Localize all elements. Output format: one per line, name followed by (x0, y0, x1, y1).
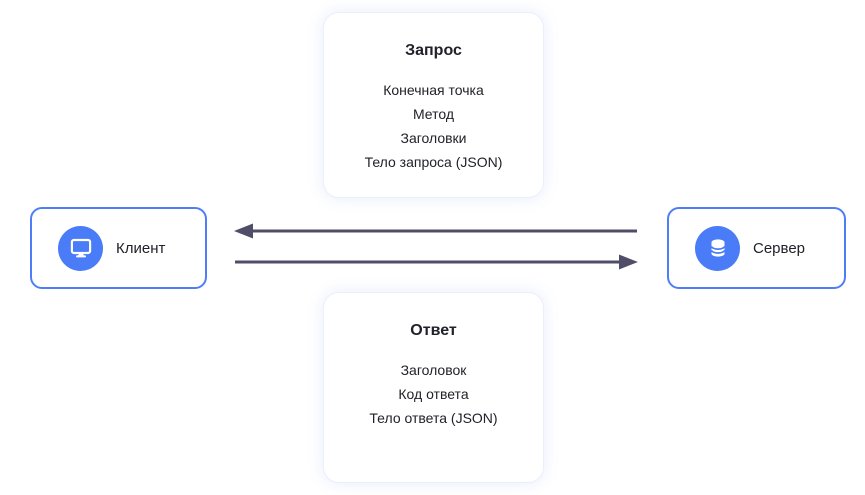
request-card: Запрос Конечная точка Метод Заголовки Те… (323, 12, 544, 198)
monitor-icon (68, 235, 94, 261)
response-card: Ответ Заголовок Код ответа Тело ответа (… (323, 292, 544, 483)
request-item-method: Метод (412, 106, 455, 122)
request-card-title: Запрос (405, 42, 462, 59)
request-response-arrows (234, 223, 638, 270)
request-item-body: Тело запроса (JSON) (364, 154, 503, 170)
response-item-body: Тело ответа (JSON) (369, 410, 498, 426)
request-item-endpoint: Конечная точка (383, 82, 484, 98)
client-node: Клиент (30, 207, 207, 289)
request-card-list: Конечная точка Метод Заголовки Тело запр… (324, 78, 543, 174)
client-label: Клиент (116, 239, 166, 257)
server-node: Сервер (667, 207, 846, 289)
database-icon (706, 236, 730, 260)
response-card-list: Заголовок Код ответа Тело ответа (JSON) (324, 358, 543, 430)
server-icon-circle (695, 225, 740, 271)
response-card-title: Ответ (410, 322, 457, 339)
request-item-headers: Заголовки (400, 130, 467, 146)
client-icon-circle (58, 225, 103, 271)
response-item-code: Код ответа (398, 386, 469, 402)
response-item-header: Заголовок (400, 362, 467, 378)
arrow-server-to-client (234, 223, 637, 239)
server-label: Сервер (753, 239, 806, 257)
arrow-client-to-server (235, 254, 638, 270)
